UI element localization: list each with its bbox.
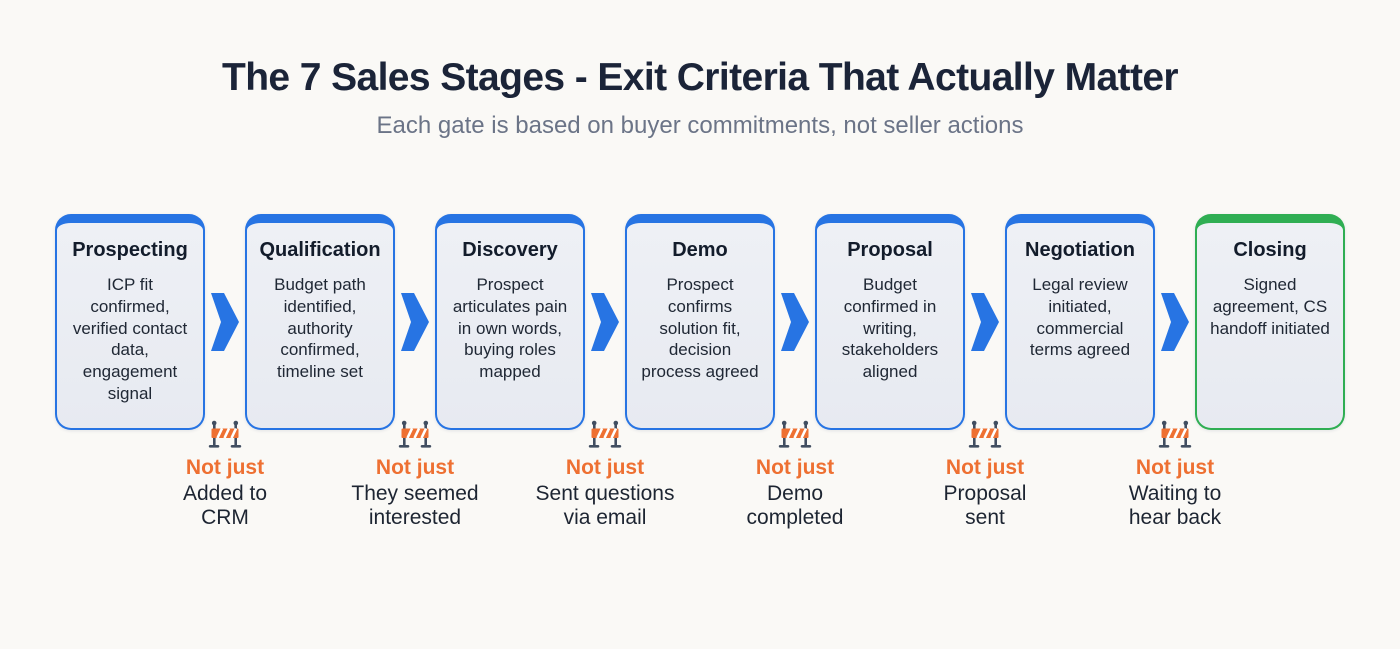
gate-not-just-label: Not just <box>1135 456 1215 479</box>
stage-name: Prospecting <box>72 239 188 261</box>
gate-anti-pattern-line: interested <box>368 505 462 529</box>
gate-anti-pattern-line: hear back <box>1128 505 1222 529</box>
stage-card-discovery: Discovery Prospect articulates pain in o… <box>435 214 585 430</box>
construction-barrier-icon <box>1158 420 1192 448</box>
diagram-header: The 7 Sales Stages - Exit Criteria That … <box>0 56 1400 140</box>
page-subtitle: Each gate is based on buyer commitments,… <box>376 112 1024 139</box>
stage-arrow-cell <box>205 214 245 430</box>
page-title: The 7 Sales Stages - Exit Criteria That … <box>221 56 1179 99</box>
chevron-right-icon <box>211 293 239 351</box>
stage-arrow-cell <box>395 214 435 430</box>
chevron-right-icon <box>781 293 809 351</box>
stage-arrow-cell <box>585 214 625 430</box>
gate-anti-pattern-line: completed <box>746 505 844 529</box>
construction-barrier-icon <box>398 420 432 448</box>
stage-card-negotiation: Negotiation Legal review initiated, comm… <box>1005 214 1155 430</box>
chevron-right-icon <box>971 293 999 351</box>
chevron-right-icon <box>591 293 619 351</box>
stage-name: Closing <box>1233 239 1307 261</box>
construction-barrier-icon <box>208 420 242 448</box>
stage-card-prospecting: Prospecting ICP fit confirmed, verified … <box>55 214 205 430</box>
stage-name: Negotiation <box>1025 239 1135 261</box>
stage-card-closing: Closing Signed agreement, CS handoff ini… <box>1195 214 1345 430</box>
stage-exit-criteria: Signed agreement, CS handoff initiated <box>1210 275 1330 338</box>
construction-barrier-icon <box>968 420 1002 448</box>
construction-barrier-icon <box>778 420 812 448</box>
gate-anti-pattern-line: sent <box>965 505 1005 529</box>
gate-not-just-label: Not just <box>755 456 835 479</box>
chevron-right-icon <box>401 293 429 351</box>
stage-name: Demo <box>672 239 728 261</box>
stage-exit-criteria: Prospect articulates pain in own words, … <box>452 275 568 381</box>
gate-anti-pattern-line: Demo <box>766 482 824 505</box>
stage-card-proposal: Proposal Budget confirmed in writing, st… <box>815 214 965 430</box>
stage-exit-criteria: Budget confirmed in writing, stakeholder… <box>841 275 939 381</box>
stage-exit-criteria: Prospect confirms solution fit, decision… <box>641 275 759 381</box>
stage-exit-criteria: Budget path identified, authority confir… <box>274 275 366 381</box>
stage-arrow-cell <box>775 214 815 430</box>
construction-barrier-icon <box>588 420 622 448</box>
gate-not-just-label: Not just <box>185 456 265 479</box>
chevron-right-icon <box>1161 293 1189 351</box>
stage-exit-criteria: Legal review initiated, commercial terms… <box>1029 275 1131 360</box>
gate-anti-pattern-line: CRM <box>201 505 249 529</box>
stage-arrow-cell <box>1155 214 1195 430</box>
gate-anti-pattern-line: Proposal <box>943 482 1027 505</box>
stage-card-demo: Demo Prospect confirms solution fit, dec… <box>625 214 775 430</box>
gate-not-just-label: Not just <box>375 456 455 479</box>
stage-name: Qualification <box>259 239 381 261</box>
sales-stages-flow: Prospecting ICP fit confirmed, verified … <box>55 214 1345 430</box>
stage-exit-criteria: ICP fit confirmed, verified contact data… <box>72 275 188 403</box>
stage-name: Discovery <box>462 239 558 261</box>
gate-anti-pattern-line: They seemed <box>351 482 479 505</box>
gate-anti-pattern-line: Added to <box>182 482 268 505</box>
stage-arrow-cell <box>965 214 1005 430</box>
gate-not-just-label: Not just <box>945 456 1025 479</box>
stage-card-qualification: Qualification Budget path identified, au… <box>245 214 395 430</box>
gate-not-just-label: Not just <box>565 456 645 479</box>
gate-anti-pattern-line: via email <box>563 505 647 529</box>
stage-name: Proposal <box>847 239 933 261</box>
gate-anti-pattern-line: Sent questions <box>535 482 675 505</box>
gate-anti-pattern-line: Waiting to <box>1128 482 1222 505</box>
